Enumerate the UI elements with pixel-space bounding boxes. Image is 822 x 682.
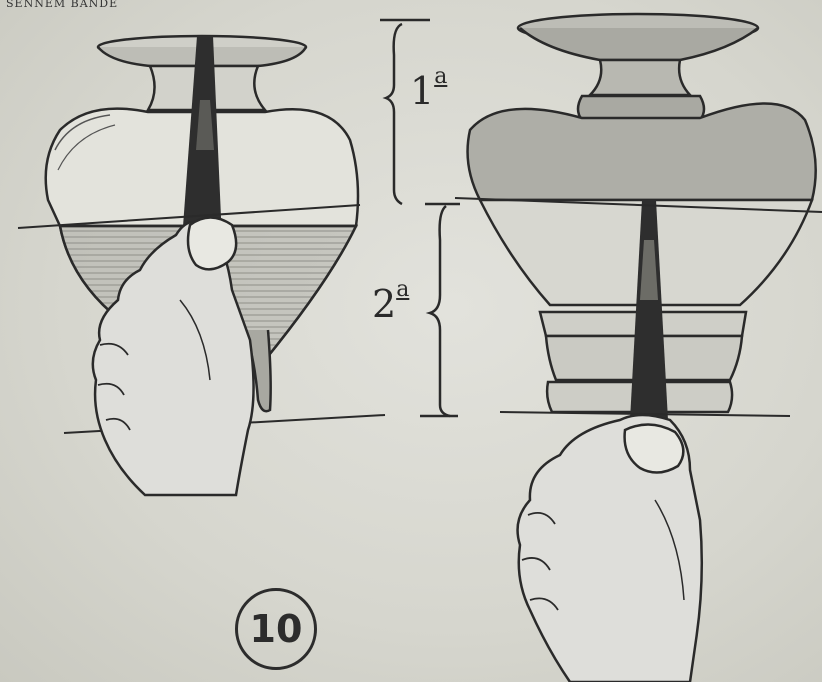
label-2a-number: 2 <box>372 282 396 326</box>
right-vase <box>468 14 816 420</box>
figure-number-badge: 10 <box>235 588 317 670</box>
label-1a-number: 1 <box>410 69 434 113</box>
section-label-1a: 1a <box>410 72 447 110</box>
right-hand <box>518 415 702 682</box>
label-2a-ordinal: a <box>396 277 409 302</box>
label-1a-ordinal: a <box>434 64 447 89</box>
section-label-2a: 2a <box>372 285 409 323</box>
